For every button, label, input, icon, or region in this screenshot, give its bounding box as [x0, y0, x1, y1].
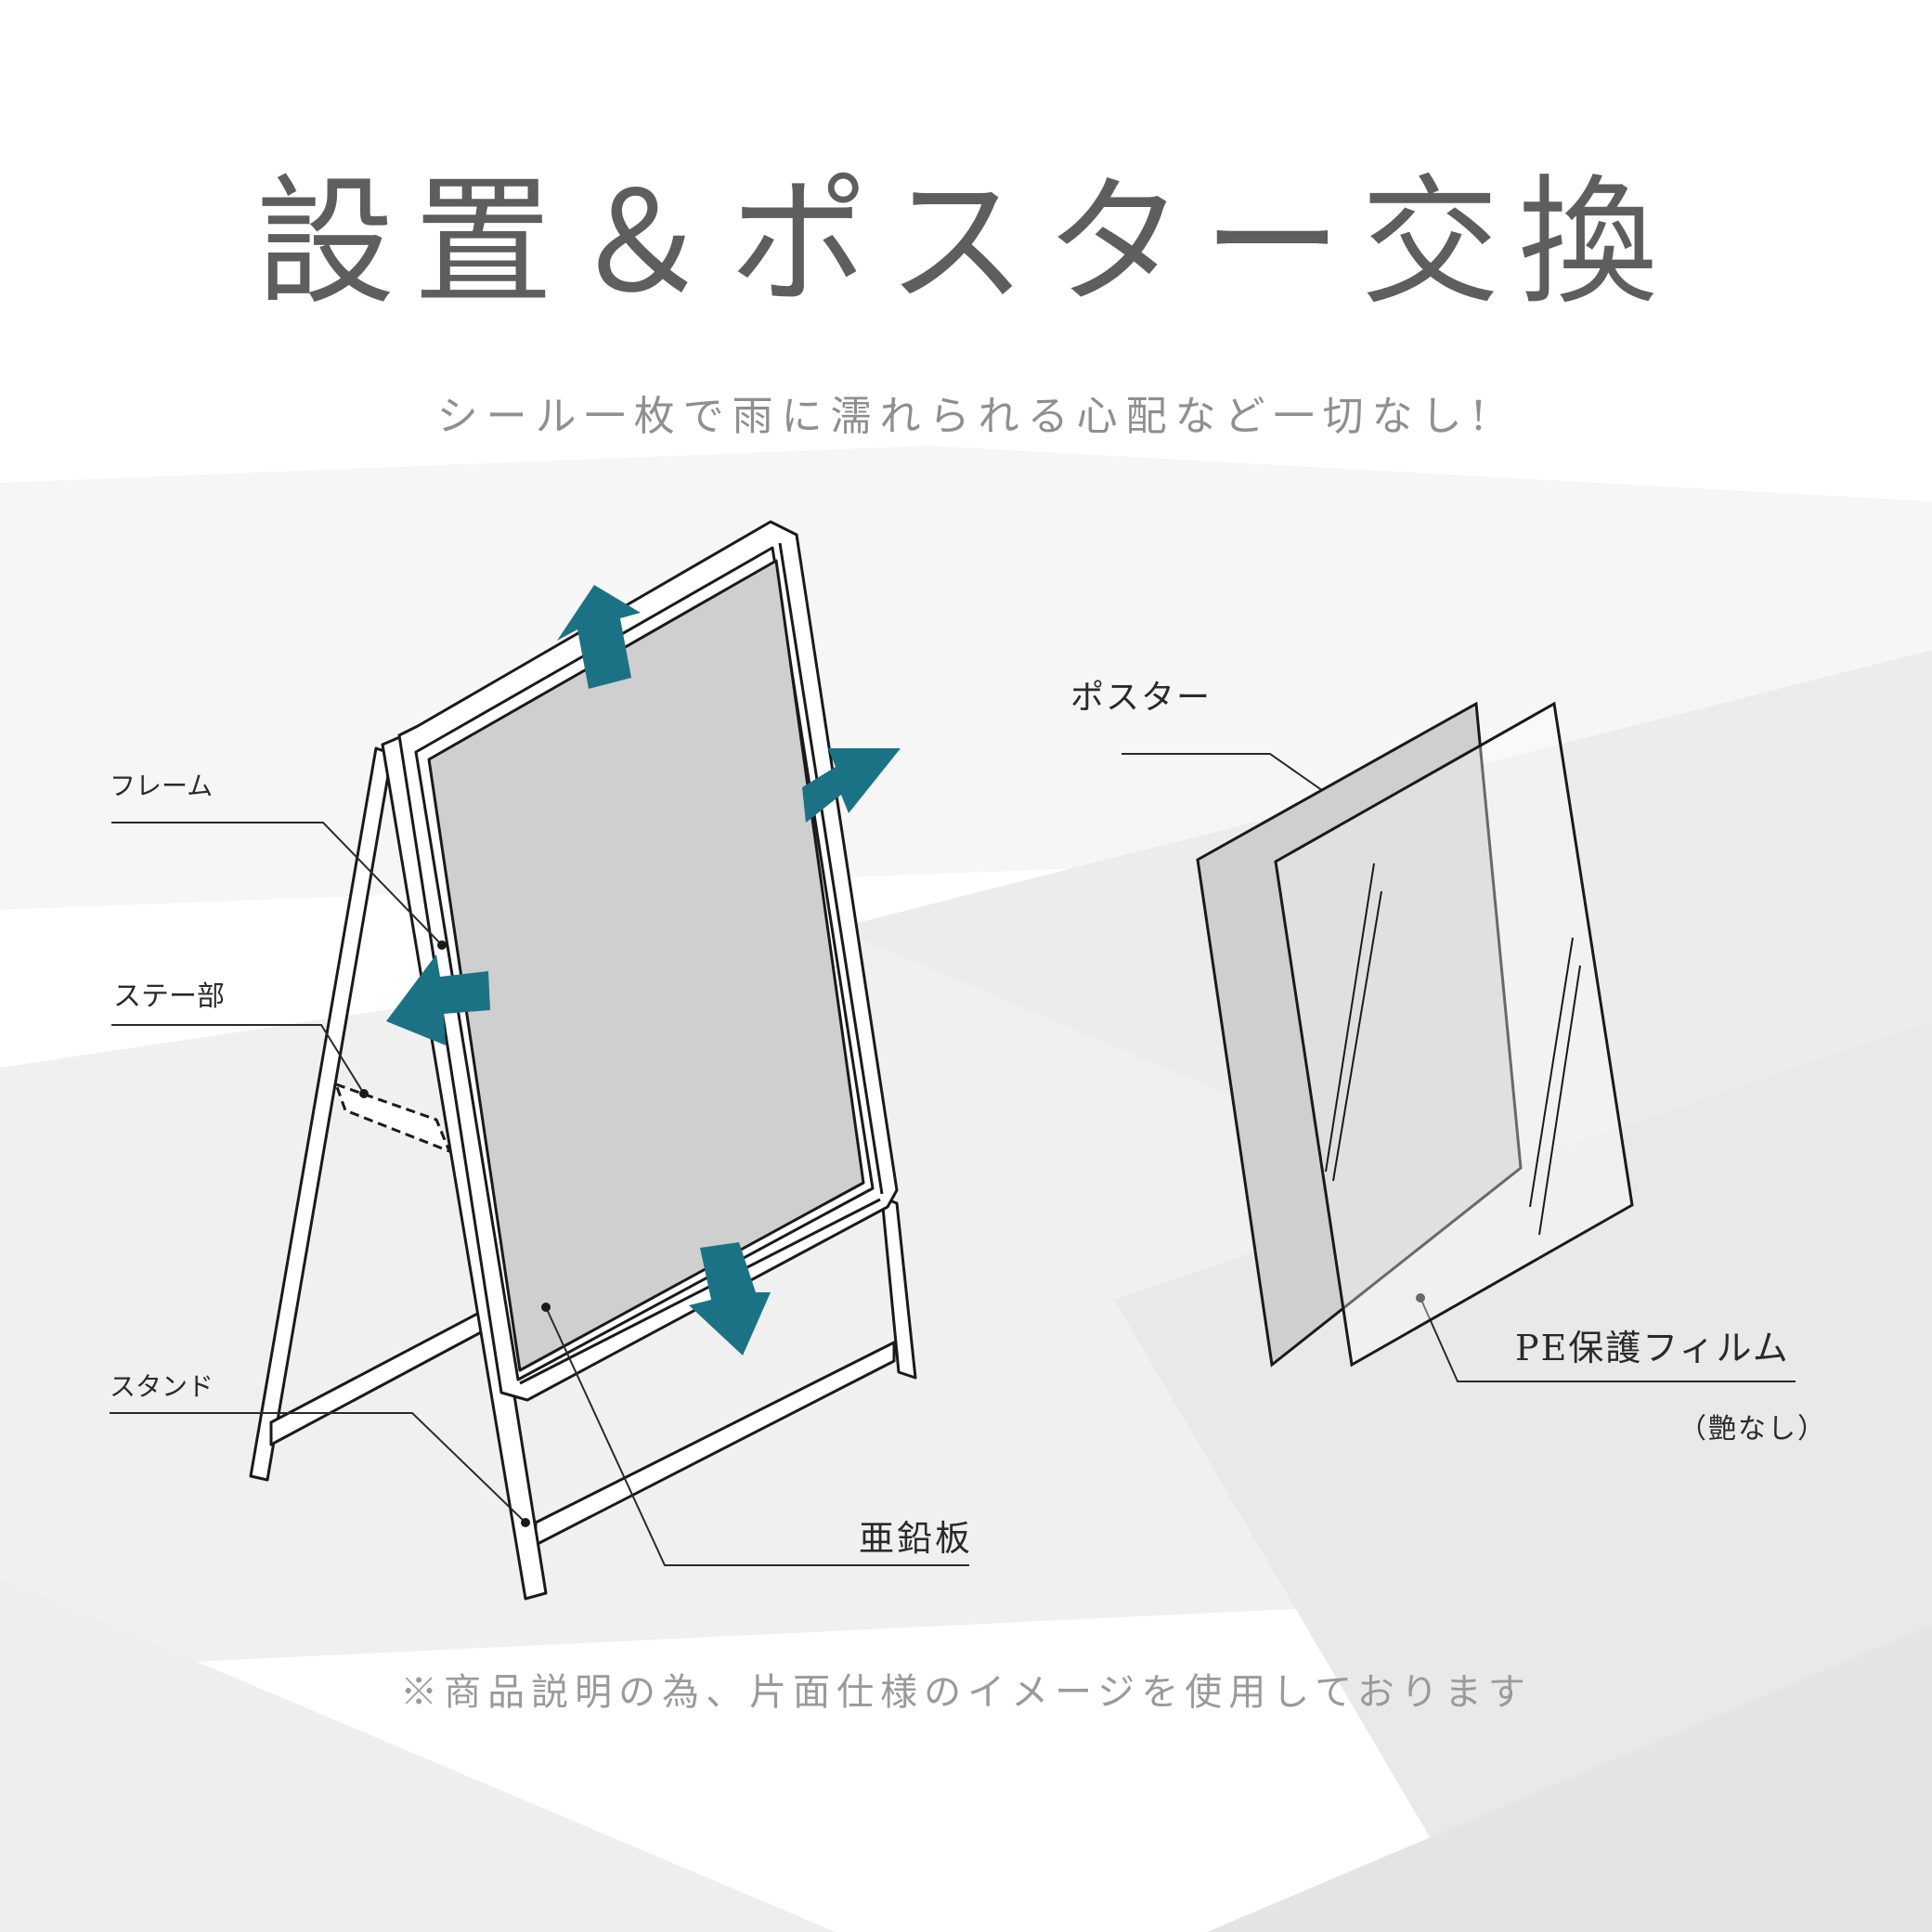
film-glare [1325, 862, 1581, 1236]
stand-crossbar-front [534, 1341, 896, 1547]
label-poster: ポスター [1070, 679, 1212, 717]
subtitle: シール一枚で雨に濡れられる心配など一切なし! [436, 393, 1496, 440]
poster-leader [1122, 753, 1345, 807]
stay-leader [111, 1024, 365, 1095]
page-title: 設置＆ポスター交換 [255, 162, 1677, 324]
arrow-left-icon [386, 954, 490, 1045]
stand-crossbar-back [269, 1309, 485, 1446]
stand-leader [110, 1412, 526, 1524]
label-stay: ステー部 [113, 980, 225, 1013]
zinc-plate [427, 559, 865, 1372]
label-film: PE保護フィルム [1515, 1328, 1790, 1368]
arrow-down-icon [689, 1242, 771, 1355]
poster-sheet [1196, 701, 1523, 1368]
film-sheet [1274, 701, 1634, 1368]
label-film-note: （艶なし） [1679, 1413, 1827, 1446]
arrow-up-icon [557, 585, 641, 689]
frame-leader [111, 822, 443, 946]
film-leader [1420, 1297, 1796, 1382]
footnote: ※商品説明の為、片面仕様のイメージを使用しております [400, 1671, 1532, 1714]
label-frame: フレーム [110, 771, 214, 801]
label-zinc-plate: 亜鉛板 [859, 1518, 974, 1559]
label-stand: スタンド [110, 1371, 214, 1402]
zinc-leader [545, 1306, 969, 1566]
stay [334, 1083, 451, 1153]
arrow-right-icon [802, 748, 901, 823]
